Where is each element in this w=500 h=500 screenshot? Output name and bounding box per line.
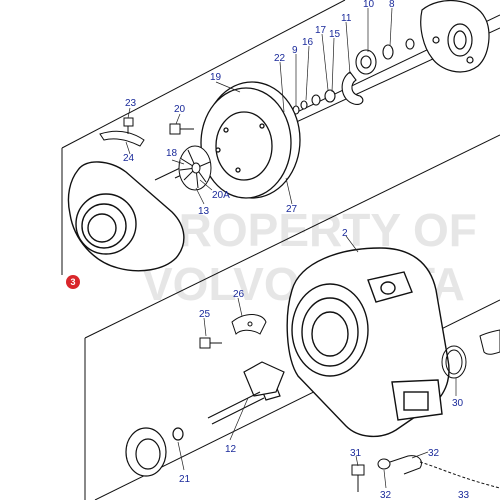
callout-18: 18 xyxy=(166,148,178,159)
watermark-line-1: PROPERTY OF xyxy=(148,204,477,256)
circlip xyxy=(341,71,364,105)
callout-24: 24 xyxy=(123,153,135,164)
seal-ring-parts xyxy=(355,38,415,75)
highlight-marker-3[interactable]: 3 xyxy=(66,275,80,289)
compressor-housing-fragment xyxy=(420,0,490,73)
callout-32-upper: 32 xyxy=(428,448,440,459)
highlight-circle[interactable] xyxy=(66,275,80,289)
callout-31: 31 xyxy=(350,448,362,459)
compressor-cover xyxy=(67,161,185,272)
callout-16: 16 xyxy=(302,37,314,48)
callout-12: 12 xyxy=(225,444,237,455)
o-ring xyxy=(441,345,467,379)
callout-9: 9 xyxy=(292,45,298,56)
banjo-bolt-and-pipe xyxy=(351,455,500,492)
compressor-backplate xyxy=(200,81,301,199)
callout-8: 8 xyxy=(389,0,395,10)
callout-17: 17 xyxy=(315,25,327,36)
turbine-shaft-wheel xyxy=(207,361,285,425)
heat-shield-ring xyxy=(125,427,184,477)
highlight-label: 3 xyxy=(70,277,75,287)
leader-lines xyxy=(125,7,457,489)
callout-22: 22 xyxy=(274,53,286,64)
bolt-23 xyxy=(123,117,134,134)
callout-27: 27 xyxy=(286,204,298,215)
callout-20: 20 xyxy=(174,104,186,115)
clamp-plate xyxy=(99,130,145,147)
callout-11: 11 xyxy=(341,13,352,24)
callout-26: 26 xyxy=(233,289,245,300)
turbine-housing xyxy=(286,247,450,437)
callout-23: 23 xyxy=(125,98,137,109)
callout-33: 33 xyxy=(458,490,470,500)
callout-20A: 20A xyxy=(212,190,230,201)
bolt-25 xyxy=(199,337,222,349)
bracket-plate xyxy=(231,314,267,335)
compressor-wheel xyxy=(178,145,212,191)
callout-10: 10 xyxy=(363,0,375,10)
callout-15: 15 xyxy=(329,29,341,40)
callout-19: 19 xyxy=(210,72,222,83)
callout-21: 21 xyxy=(179,474,191,485)
bolt-20 xyxy=(169,123,194,135)
oil-pipe-fragment xyxy=(479,329,500,355)
callout-32-lower: 32 xyxy=(380,490,392,500)
callout-13: 13 xyxy=(198,206,210,217)
callout-2: 2 xyxy=(342,228,348,239)
callout-25: 25 xyxy=(199,309,211,320)
callout-labels: 10 8 11 17 15 16 9 22 19 20 23 18 24 20A… xyxy=(123,0,470,500)
callout-30: 30 xyxy=(452,398,464,409)
